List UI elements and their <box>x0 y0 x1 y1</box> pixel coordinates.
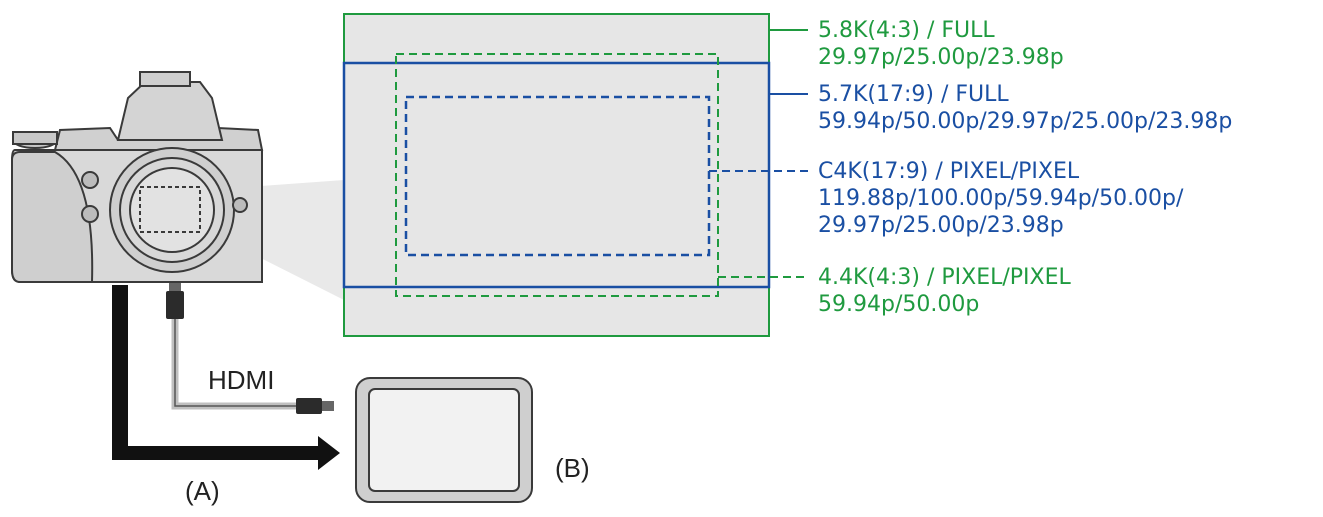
hdmi-label: HDMI <box>208 365 274 395</box>
camera-icon <box>11 71 264 283</box>
label-b: (B) <box>555 453 590 483</box>
frame-c4k-pixel <box>404 95 711 257</box>
label-4-4k-line2: 59.94p/50.00p <box>818 292 979 317</box>
label-5-8k-line2: 29.97p/25.00p/23.98p <box>818 45 1064 70</box>
output-arrow-icon <box>112 285 340 470</box>
label-c4k-line3: 29.97p/25.00p/23.98p <box>818 213 1064 238</box>
frame-5-7k-full <box>342 61 771 289</box>
label-5-7k-line2: 59.94p/50.00p/29.97p/25.00p/23.98p <box>818 109 1232 134</box>
label-4-4k-line1: 4.4K(4:3) / PIXEL/PIXEL <box>818 265 1072 290</box>
hdmi-cable-icon <box>166 283 334 414</box>
label-5-7k-line1: 5.7K(17:9) / FULL <box>818 82 1009 107</box>
frame-5-8k-full <box>343 13 770 337</box>
label-5-8k-line1: 5.8K(4:3) / FULL <box>818 18 995 43</box>
frame-4-4k-pixel <box>395 53 719 297</box>
label-c4k-line2: 119.88p/100.00p/59.94p/50.00p/ <box>818 186 1184 211</box>
label-c4k-line1: C4K(17:9) / PIXEL/PIXEL <box>818 159 1080 184</box>
external-monitor-icon <box>355 377 533 503</box>
label-a: (A) <box>185 476 220 506</box>
